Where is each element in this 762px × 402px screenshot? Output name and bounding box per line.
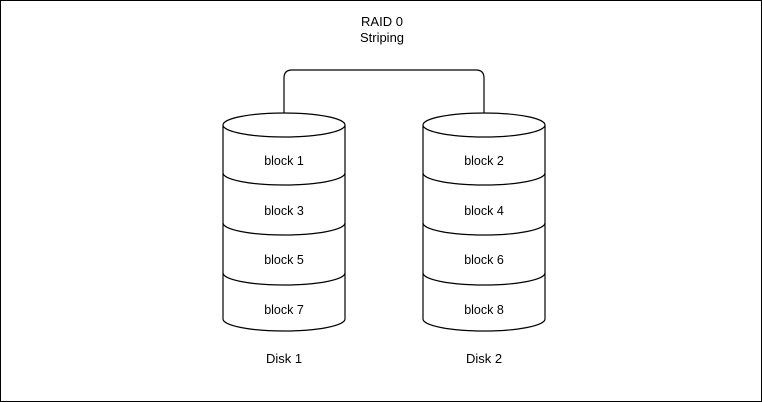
diagram-title-line2: Striping [360, 30, 404, 45]
disk-1-block-label: block 5 [264, 253, 304, 267]
disk-1-label: Disk 1 [266, 351, 302, 366]
disk-2-block-label: block 6 [464, 253, 504, 267]
disk-1-divider-2 [222, 222, 346, 236]
disk-2-block-label: block 4 [464, 204, 504, 218]
connector-line [283, 69, 485, 113]
disk-2-divider-1 [422, 172, 546, 186]
disk-2-block-label: block 2 [464, 154, 504, 168]
disk-1-cylinder-top [222, 112, 346, 138]
disk-1: block 1 block 3 block 5 block 7 Disk 1 [222, 112, 346, 366]
diagram-title-line1: RAID 0 [361, 14, 403, 29]
disk-2-cylinder-top [422, 112, 546, 138]
disk-1-block-label: block 3 [264, 204, 304, 218]
disk-2-cylinder-body [422, 125, 546, 332]
disk-1-divider-1 [222, 172, 346, 186]
disk-2-divider-3 [422, 272, 546, 286]
disk-2-label: Disk 2 [466, 351, 502, 366]
disk-2-block-label: block 8 [464, 303, 504, 317]
disk-1-block-label: block 1 [264, 154, 304, 168]
disk-2: block 2 block 4 block 6 block 8 Disk 2 [422, 112, 546, 366]
disk-1-block-label: block 7 [264, 303, 304, 317]
disk-2-divider-2 [422, 222, 546, 236]
disk-1-divider-3 [222, 272, 346, 286]
disk-1-cylinder-body [222, 125, 346, 332]
